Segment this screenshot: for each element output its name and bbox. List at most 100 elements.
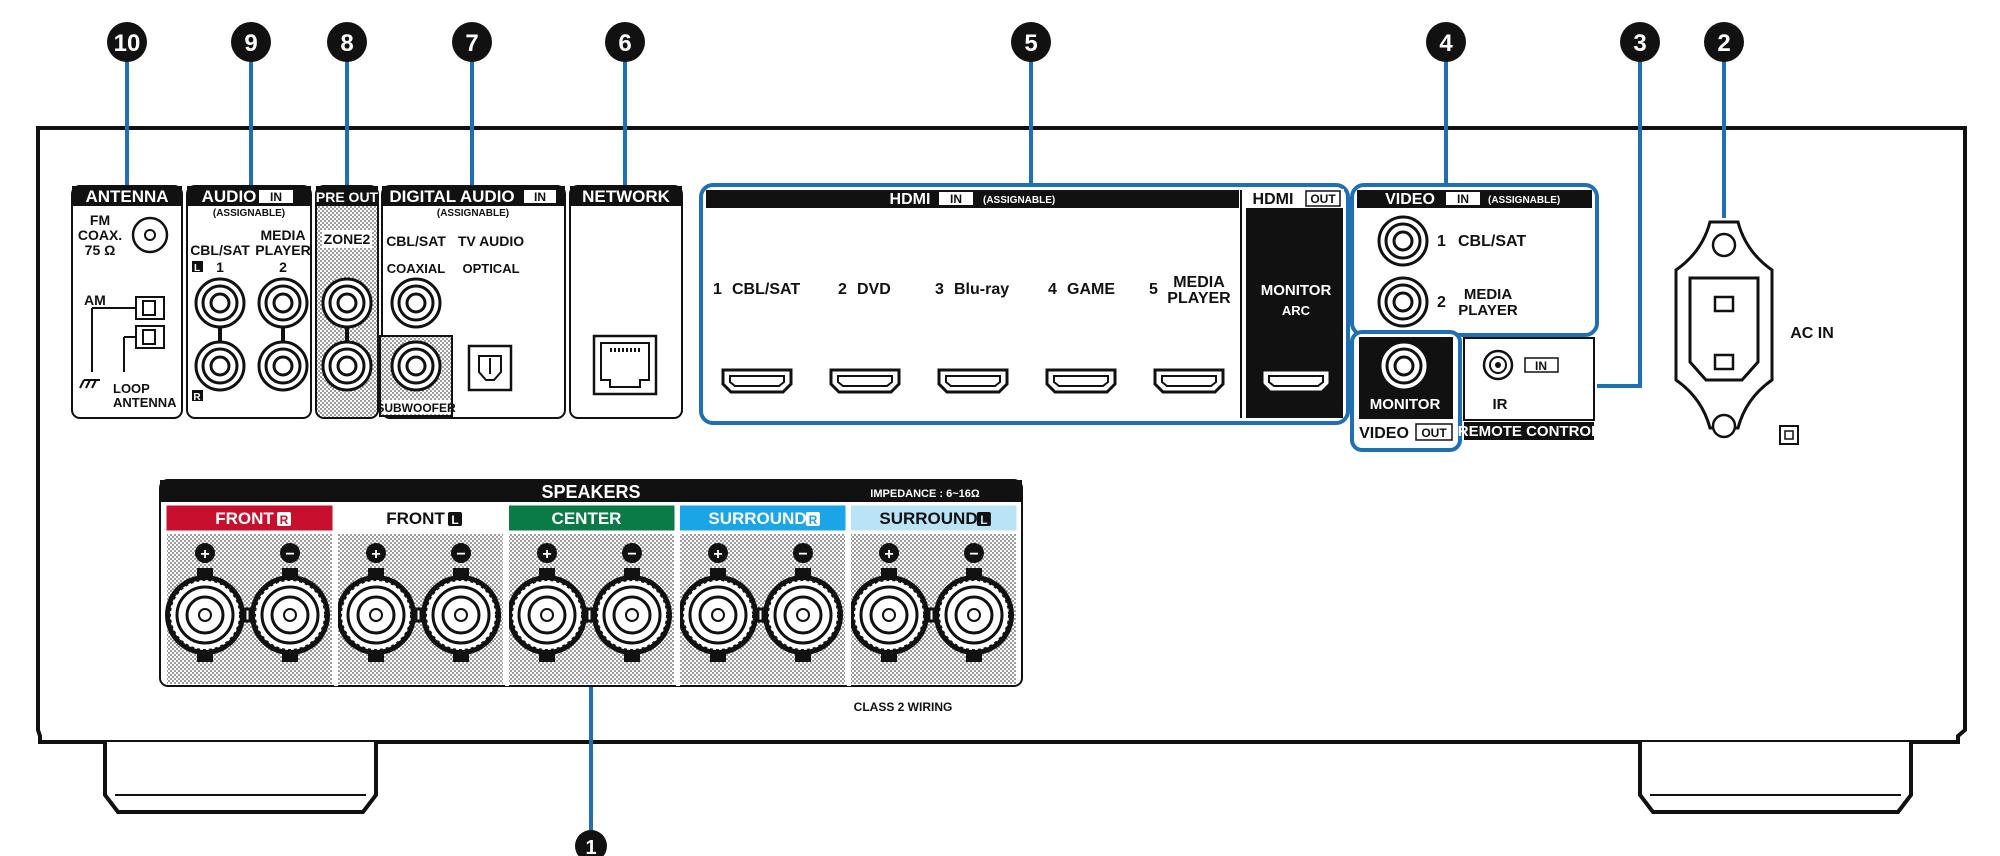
pre-out-title: PRE OUT bbox=[316, 189, 379, 205]
svg-text:2: 2 bbox=[838, 281, 847, 298]
video-in-badge: IN bbox=[1457, 192, 1469, 206]
speakers-title: SPEAKERS bbox=[541, 482, 640, 502]
audio-ch2-left-jack[interactable] bbox=[257, 277, 309, 329]
am-terminal-icon[interactable] bbox=[79, 296, 165, 389]
ir-label: IR bbox=[1493, 396, 1508, 413]
speaker-channel-3: CENTER+− bbox=[505, 504, 675, 686]
video-out-title: VIDEO bbox=[1359, 425, 1409, 442]
speaker-channel-label: FRONT bbox=[215, 509, 274, 528]
video-in-2-line1: MEDIA bbox=[1464, 286, 1513, 303]
callout-markers: 10 9 8 7 6 5 4 3 2 1 bbox=[107, 22, 1744, 856]
ir-jack-icon[interactable] bbox=[1482, 349, 1514, 381]
svg-text:3: 3 bbox=[1633, 30, 1646, 57]
speaker-channel-badge: R bbox=[280, 513, 289, 527]
video-in-1-label: CBL/SAT bbox=[1458, 233, 1526, 250]
video-out-jack[interactable] bbox=[1378, 340, 1430, 392]
hdmi-in-1: 1 CBL/SAT bbox=[713, 281, 800, 394]
svg-text:5: 5 bbox=[1024, 30, 1037, 57]
coaxial-jack[interactable] bbox=[390, 277, 442, 329]
remote-control-section: IN IR REMOTE CONTROL bbox=[1458, 337, 1600, 440]
audio-ch2-line1: MEDIA bbox=[260, 227, 305, 243]
audio-ch1-label: CBL/SAT bbox=[190, 242, 250, 258]
audio-ch2-line2: PLAYER bbox=[255, 242, 311, 258]
video-in-1-jack[interactable] bbox=[1377, 215, 1429, 267]
subwoofer-label: SUBWOOFER bbox=[376, 401, 456, 415]
svg-text:9: 9 bbox=[244, 30, 257, 57]
callout-4: 4 bbox=[1426, 22, 1466, 62]
class2-double-insulation-icon bbox=[1779, 425, 1799, 445]
callout-9: 9 bbox=[231, 22, 271, 62]
hdmi-in-assignable: (ASSIGNABLE) bbox=[983, 195, 1055, 206]
speaker-channel-label: FRONT bbox=[386, 509, 445, 528]
audio-ch1-left-jack[interactable] bbox=[194, 277, 246, 329]
hdmi-out-title: HDMI bbox=[1253, 191, 1294, 208]
terminal-plus-sign: + bbox=[200, 546, 209, 563]
svg-text:Blu-ray: Blu-ray bbox=[954, 281, 1009, 298]
ethernet-port-icon[interactable] bbox=[592, 334, 658, 396]
video-in-title: VIDEO bbox=[1385, 191, 1435, 208]
video-out-section: MONITOR VIDEO OUT bbox=[1350, 330, 1462, 452]
hdmi-in-2-port[interactable] bbox=[829, 368, 901, 394]
hdmi-in-5: 5 MEDIA PLAYER bbox=[1149, 274, 1231, 394]
video-in-2-jack[interactable] bbox=[1377, 276, 1429, 328]
svg-text:7: 7 bbox=[465, 30, 478, 57]
video-in-2-line2: PLAYER bbox=[1458, 302, 1518, 319]
hdmi-in-5-port[interactable] bbox=[1153, 368, 1225, 394]
pre-out-section: PRE OUT ZONE2 bbox=[315, 185, 379, 419]
digital-audio-title: DIGITAL AUDIO bbox=[389, 187, 514, 206]
audio-ch1-num: 1 bbox=[216, 259, 224, 275]
optical-label: OPTICAL bbox=[462, 261, 519, 276]
digital-ch1-label: CBL/SAT bbox=[386, 233, 446, 249]
digital-audio-section: DIGITAL AUDIO IN (ASSIGNABLE) CBL/SAT CO… bbox=[376, 185, 566, 419]
network-title: NETWORK bbox=[582, 187, 671, 206]
audio-ch2-num: 2 bbox=[279, 259, 287, 275]
terminal-plus-sign: + bbox=[884, 546, 893, 563]
audio-left-badge: L bbox=[194, 263, 200, 274]
terminal-plus-sign: + bbox=[371, 546, 380, 563]
ac-power-inlet-icon[interactable] bbox=[1688, 276, 1760, 382]
impedance-label: IMPEDANCE : 6~16Ω bbox=[870, 488, 980, 500]
ohm-label: 75 Ω bbox=[85, 242, 116, 258]
callout-5: 5 bbox=[1011, 22, 1051, 62]
callout-lines bbox=[125, 60, 1726, 838]
zone2-right-jack[interactable] bbox=[321, 340, 373, 392]
antenna-section: ANTENNA FM COAX. 75 Ω AM LOOP ANTENNA bbox=[71, 185, 183, 419]
audio-ch2-right-jack[interactable] bbox=[257, 340, 309, 392]
callout-1: 1 bbox=[575, 830, 607, 856]
subwoofer-jack[interactable] bbox=[390, 340, 442, 392]
optical-jack-icon[interactable] bbox=[467, 344, 513, 392]
svg-text:2: 2 bbox=[1717, 30, 1730, 57]
callout-2: 2 bbox=[1704, 22, 1744, 62]
svg-text:MEDIA: MEDIA bbox=[1173, 274, 1225, 291]
antenna-title: ANTENNA bbox=[85, 187, 168, 206]
fm-coax-jack-icon[interactable] bbox=[131, 216, 169, 254]
speaker-channel-label: SURROUND bbox=[708, 509, 806, 528]
svg-text:6: 6 bbox=[618, 30, 631, 57]
svg-text:1: 1 bbox=[1437, 233, 1446, 250]
svg-text:10: 10 bbox=[114, 30, 141, 57]
callout-6: 6 bbox=[605, 22, 645, 62]
audio-ch1-right-jack[interactable] bbox=[194, 340, 246, 392]
digital-audio-badge: IN bbox=[534, 190, 546, 204]
svg-text:4: 4 bbox=[1439, 30, 1453, 57]
hdmi-in-badge: IN bbox=[950, 192, 962, 206]
svg-text:4: 4 bbox=[1048, 281, 1057, 298]
hdmi-in-4-port[interactable] bbox=[1045, 368, 1117, 394]
speaker-channel-badge: L bbox=[451, 513, 458, 527]
terminal-minus-sign: − bbox=[627, 546, 636, 563]
zone2-left-jack[interactable] bbox=[321, 277, 373, 329]
hdmi-out-port[interactable] bbox=[1260, 368, 1332, 394]
hdmi-in-3-port[interactable] bbox=[937, 368, 1009, 394]
hdmi-out-badge: OUT bbox=[1310, 192, 1336, 206]
speakers-section: SPEAKERS IMPEDANCE : 6~16Ω CLASS 2 WIRIN… bbox=[159, 479, 1023, 714]
hdmi-in-1-port[interactable] bbox=[721, 368, 793, 394]
audio-right-badge: R bbox=[193, 392, 201, 403]
svg-text:DVD: DVD bbox=[857, 281, 891, 298]
terminal-plus-sign: + bbox=[542, 546, 551, 563]
callout-3: 3 bbox=[1620, 22, 1660, 62]
audio-in-badge: IN bbox=[270, 190, 282, 204]
